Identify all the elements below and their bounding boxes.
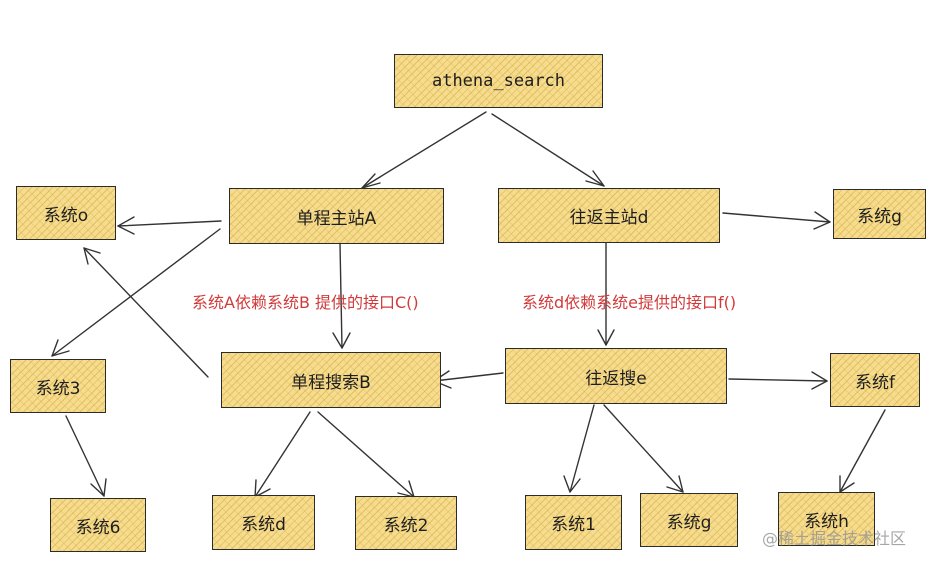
node-sys-g-bottom: 系统g (640, 493, 738, 547)
edge-round-search-to-single-search (433, 372, 504, 382)
node-label: 单程主站A (296, 208, 377, 229)
edge-single-search-to-sys-d (254, 411, 311, 498)
annotation-right: 系统d依赖系统e提供的接口f() (522, 293, 737, 312)
node-single-search: 单程搜索B (221, 352, 441, 408)
node-athena-search: athena_search (394, 54, 603, 108)
node-sys-6: 系统6 (50, 498, 146, 552)
node-label: 系统o (43, 205, 89, 226)
edge-sys-3-to-sys-6 (65, 415, 105, 497)
edge-round-main-to-sys-g-top (722, 212, 831, 223)
edge-single-search-to-sys-o (83, 247, 209, 378)
node-round-main: 往返主站d (498, 188, 720, 243)
edge-single-main-to-sys-3 (51, 228, 221, 357)
node-label: 系统3 (35, 378, 81, 399)
arrowhead-root-to-round-main (585, 170, 605, 187)
node-sys-g-top: 系统g (833, 189, 926, 239)
node-label: 系统g (857, 206, 902, 227)
edge-root-to-round-main (491, 113, 605, 187)
node-round-search: 往返搜e (505, 348, 727, 404)
node-label: 系统1 (551, 515, 596, 535)
arrowhead-round-main-to-round-search (597, 329, 615, 346)
node-label: 系统d (241, 515, 286, 535)
node-label: 系统2 (383, 515, 429, 536)
node-sys-1: 系统1 (525, 495, 622, 550)
arrowhead-single-main-to-sys-3 (51, 339, 70, 357)
node-single-main: 单程主站A (229, 188, 444, 244)
node-label: 系统6 (75, 517, 121, 538)
edge-round-search-to-sys-f (728, 378, 828, 382)
node-sys-2: 系统2 (355, 496, 457, 550)
node-label: 系统g (666, 512, 712, 533)
arrowhead-round-search-to-sys-f (811, 371, 828, 390)
node-label: 单程搜索B (291, 372, 371, 393)
node-sys-d: 系统d (212, 495, 315, 550)
edge-round-search-to-sys-g-bottom (603, 404, 684, 493)
edge-root-to-single-main (361, 111, 487, 189)
node-label: 往返搜e (585, 368, 647, 389)
annotation-left: 系统A依赖系统B 提供的接口C() (192, 293, 419, 312)
node-label: 往返主站d (569, 208, 649, 228)
node-sys-o: 系统o (16, 186, 116, 240)
edge-single-main-to-single-search (339, 243, 343, 349)
arrowhead-root-to-single-main (361, 173, 381, 189)
arrowhead-single-main-to-sys-o (117, 216, 135, 235)
edge-round-search-to-sys-1 (569, 404, 595, 493)
arrowhead-single-search-to-sys-o (83, 247, 101, 265)
edge-single-main-to-sys-o (117, 220, 222, 227)
arrowhead-round-main-to-sys-g-top (813, 211, 831, 230)
edge-sys-f-to-sys-h (839, 409, 886, 493)
edge-single-search-to-sys-2 (317, 411, 415, 498)
arrowhead-single-main-to-single-search (332, 332, 351, 349)
node-sys-f: 系统f (830, 353, 920, 407)
node-sys-3: 系统3 (10, 359, 106, 413)
arrowhead-round-search-to-sys-1 (563, 475, 581, 493)
node-label: 系统f (855, 372, 895, 393)
watermark: @稀土掘金技术社区 (762, 529, 907, 548)
node-label: athena_search (431, 71, 566, 91)
arrowhead-sys-3-to-sys-6 (90, 478, 107, 497)
arrowhead-round-search-to-sys-g-bottom (666, 475, 684, 493)
